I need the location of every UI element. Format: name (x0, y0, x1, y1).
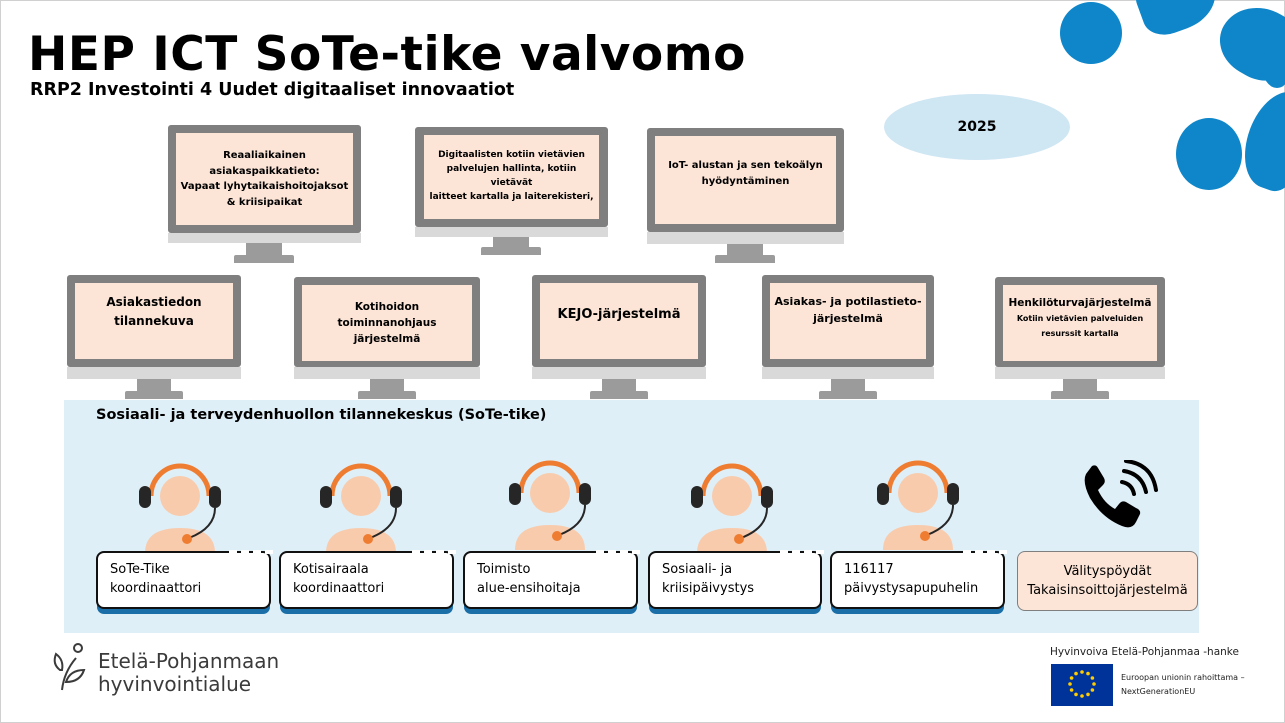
phone-icon (1084, 460, 1158, 528)
organization-name: Etelä-Pohjanmaan hyvinvointialue (98, 650, 279, 696)
role-card-alue-ensihoitaja: Toimisto alue-ensihoitaja (463, 550, 640, 609)
year-badge: 2025 (884, 94, 1070, 160)
page-subtitle: RRP2 Investointi 4 Uudet digitaaliset in… (30, 80, 515, 100)
monitor-text: palvelujen hallinta, kotiin vietävät (446, 164, 577, 188)
role-card-sote-tike-koordinaattori: SoTe-Tike koordinaattori (96, 550, 273, 609)
organization-name-line: Etelä-Pohjanmaan (98, 649, 280, 673)
eu-funding-line: NextGenerationEU (1121, 687, 1196, 696)
role-line: koordinaattori (110, 581, 202, 596)
eu-flag-icon (1051, 664, 1113, 706)
project-name: Hyvinvoiva Etelä-Pohjanmaa -hanke (1050, 646, 1239, 658)
monitor-text: tilannekuva (114, 313, 194, 328)
operations-center-title: Sosiaali- ja terveydenhuollon tilannekes… (96, 407, 547, 423)
monitor-text: Digitaalisten kotiin vietävien (438, 150, 585, 161)
role-card-116117: 116117 päivystysapupuhelin (830, 550, 1007, 609)
role-line: 116117 (844, 562, 894, 577)
monitor-text: Henkilöturvajärjestelmä (1008, 297, 1152, 309)
monitor-text: hyödyntäminen (701, 175, 790, 187)
role-line: koordinaattori (293, 581, 385, 596)
dispatch-line: Takaisinsoittojärjestelmä (1027, 583, 1188, 598)
monitor-text: & kriisipaikat (226, 196, 303, 208)
monitor-asiakas-potilastieto: Asiakas- ja potilastieto- järjestelmä (762, 275, 934, 399)
operator-avatar-icon (139, 463, 221, 553)
decor-blob (1262, 44, 1285, 88)
operator-avatar-icon (509, 460, 591, 550)
operator-avatar-icon (320, 463, 402, 553)
monitor-text: Kotihoidon toiminnanohjaus (337, 300, 437, 329)
role-card-kotisairaala-koordinaattori: Kotisairaala koordinaattori (279, 550, 456, 609)
monitor-text: resurssit kartalla (1041, 329, 1119, 339)
dispatch-card: Välityspöydät Takaisinsoittojärjestelmä (1017, 551, 1198, 611)
eu-funding-text: Euroopan unionin rahoittama – NextGenera… (1121, 671, 1245, 699)
organization-name-line: hyvinvointialue (98, 672, 252, 696)
monitor-text: Asiakas- ja potilastieto- (774, 295, 922, 308)
role-card-sosiaali-kriisipaivystys: Sosiaali- ja kriisipäivystys (648, 550, 824, 609)
page-title: HEP ICT SoTe-tike valvomo (28, 27, 746, 82)
monitor-text: Reaaliaikainen (223, 150, 306, 161)
decor-blob (1060, 2, 1122, 64)
role-line: Sosiaali- ja (662, 562, 733, 577)
role-line: Kotisairaala (293, 562, 369, 577)
monitor-text: Kotiin vietävien palveluiden (1016, 314, 1144, 324)
decor-blob (1176, 118, 1242, 190)
role-line: päivystysapupuhelin (844, 581, 979, 596)
year-label: 2025 (957, 119, 997, 135)
operator-avatar-icon (691, 463, 773, 553)
monitor-asiakastiedon-tilannekuva: Asiakastiedon tilannekuva (67, 275, 241, 399)
role-line: alue-ensihoitaja (477, 581, 581, 596)
role-line: Toimisto (477, 562, 531, 577)
dispatch-line: Välityspöydät (1063, 564, 1152, 579)
role-line: kriisipäivystys (662, 581, 755, 596)
monitor-kotihoidon-toiminnanohjaus: Kotihoidon toiminnanohjaus järjestelmä (294, 277, 480, 399)
monitor-text: asiakaspaikkatieto: (209, 165, 320, 177)
monitor-digitaaliset-palvelut: Digitaalisten kotiin vietävien palveluje… (415, 127, 608, 255)
organization-logo-icon (53, 643, 86, 691)
eu-funding-line: Euroopan unionin rahoittama – (1121, 673, 1245, 682)
monitor-henkiloturva: Henkilöturvajärjestelmä Kotiin vietävien… (995, 277, 1165, 399)
monitor-asiakaspaikkatieto: Reaaliaikainen asiakaspaikkatieto: Vapaa… (168, 125, 361, 263)
monitor-kejo: KEJO-järjestelmä (532, 275, 706, 399)
role-line: SoTe-Tike (110, 562, 170, 577)
monitor-text: laitteet kartalla ja laiterekisteri, (429, 191, 594, 202)
monitor-iot-alusta: IoT- alustan ja sen tekoälyn hyödyntämin… (647, 128, 844, 263)
monitor-text: IoT- alustan ja sen tekoälyn (668, 160, 823, 171)
monitor-text: järjestelmä (353, 333, 421, 346)
monitor-text: järjestelmä (813, 312, 883, 326)
monitor-text: KEJO-järjestelmä (557, 307, 681, 322)
monitor-text: Asiakastiedon (106, 295, 202, 309)
monitor-text: Vapaat lyhytaikaishoitojaksot (180, 181, 349, 192)
operator-avatar-icon (877, 460, 959, 550)
